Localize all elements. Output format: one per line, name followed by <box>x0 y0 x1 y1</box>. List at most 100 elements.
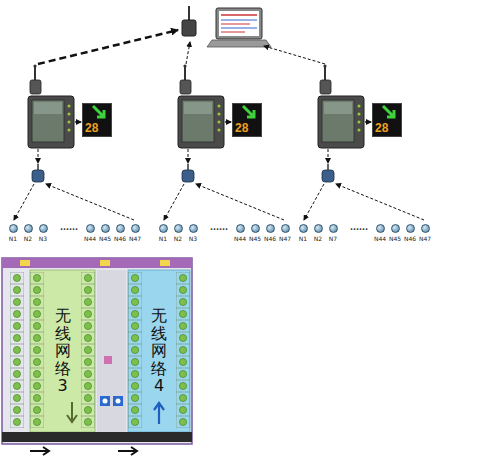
node-label: N2 <box>174 235 182 242</box>
sensor-node: N1 <box>159 224 168 233</box>
arrow-symbol <box>233 104 261 121</box>
parking-map <box>10 272 24 428</box>
parking-map <box>20 260 30 266</box>
ellipsis-label: ...... <box>52 223 86 232</box>
sensor-node: N44 <box>236 224 245 233</box>
parking-map <box>81 272 95 428</box>
node-label: N47 <box>279 235 291 242</box>
top-station <box>221 20 257 21</box>
top-station <box>188 6 190 20</box>
sensor-node: N2 <box>174 224 183 233</box>
parking-map <box>10 272 24 428</box>
top-station <box>221 24 250 25</box>
parking-map <box>104 356 112 364</box>
sensor-node: N44 <box>86 224 95 233</box>
node-label: N44 <box>374 235 386 242</box>
node-label: N46 <box>404 235 416 242</box>
parking-map <box>113 396 123 406</box>
parking-map <box>160 260 170 266</box>
parking-map <box>97 270 126 432</box>
parking-map <box>81 272 95 428</box>
node-label: N1 <box>159 235 167 242</box>
panel-groups <box>14 64 134 220</box>
top-station <box>221 32 245 33</box>
top-station <box>216 8 262 39</box>
top-station <box>182 20 196 36</box>
parking-map <box>116 399 121 404</box>
node-label: N47 <box>129 235 141 242</box>
sensor-node: N46 <box>406 224 415 233</box>
node-label: N47 <box>419 235 431 242</box>
parking-map <box>118 447 137 455</box>
guidance-sign: 28 <box>232 103 262 137</box>
sensor-node: N1 <box>299 224 308 233</box>
parking-map <box>30 447 49 455</box>
node-label: N46 <box>114 235 126 242</box>
arrow-symbol <box>383 106 394 117</box>
parking-map <box>128 270 190 432</box>
panel-groups <box>304 64 424 220</box>
top-station <box>219 11 259 36</box>
node-label: N3 <box>189 235 197 242</box>
space-count: 28 <box>375 121 388 135</box>
sensor-node: N3 <box>189 224 198 233</box>
network-zone: 无线网络3 <box>30 270 95 432</box>
node-label: N45 <box>249 235 261 242</box>
ellipsis-label: ...... <box>342 223 376 232</box>
arrow-symbol <box>93 106 104 117</box>
parking-map <box>100 396 110 406</box>
panel-groups <box>164 64 284 220</box>
panel-groups <box>14 64 424 220</box>
node-label: N44 <box>84 235 96 242</box>
node-label: N45 <box>99 235 111 242</box>
parking-map <box>176 272 190 428</box>
sensor-node: N46 <box>116 224 125 233</box>
uplink-arrows <box>264 46 325 64</box>
ellipsis-label: ...... <box>202 223 236 232</box>
sensor-node: N47 <box>281 224 290 233</box>
space-count: 28 <box>85 121 98 135</box>
uplink-arrows <box>186 42 190 64</box>
node-label: N2 <box>314 235 322 242</box>
sensor-node: N47 <box>131 224 140 233</box>
parking-map <box>176 272 190 428</box>
parking-map <box>2 258 192 444</box>
node-label: N45 <box>389 235 401 242</box>
parking-map <box>100 260 110 266</box>
network-zone: 无线网络4 <box>128 270 190 432</box>
sensor-node: N45 <box>391 224 400 233</box>
parking-map <box>154 403 164 424</box>
top-station <box>221 28 257 29</box>
arrow-symbol <box>243 106 254 117</box>
arrow-symbol <box>373 104 401 121</box>
guidance-sign: 28 <box>372 103 402 137</box>
arrow-symbol <box>83 104 111 121</box>
parking-map <box>30 272 44 428</box>
top-station <box>207 40 271 47</box>
top-station <box>182 6 271 47</box>
sensor-node: N2 <box>314 224 323 233</box>
sensor-node: N47 <box>421 224 430 233</box>
parking-map <box>30 272 44 428</box>
parking-map <box>2 258 192 455</box>
top-station <box>221 14 257 16</box>
uplink-arrows <box>38 30 325 64</box>
sensor-node: N7 <box>329 224 338 233</box>
sensor-node: N2 <box>24 224 33 233</box>
sensor-node: N45 <box>101 224 110 233</box>
sensor-node: N1 <box>9 224 18 233</box>
node-label: N46 <box>264 235 276 242</box>
parking-map <box>30 270 95 432</box>
node-label: N3 <box>39 235 47 242</box>
parking-map <box>128 272 142 428</box>
sensor-node: N44 <box>376 224 385 233</box>
parking-map <box>67 402 77 422</box>
node-label: N44 <box>234 235 246 242</box>
parking-map <box>128 272 142 428</box>
parking-map <box>2 432 192 442</box>
node-label: N1 <box>299 235 307 242</box>
uplink-arrows <box>38 30 178 64</box>
node-label: N2 <box>24 235 32 242</box>
sensor-node: N45 <box>251 224 260 233</box>
